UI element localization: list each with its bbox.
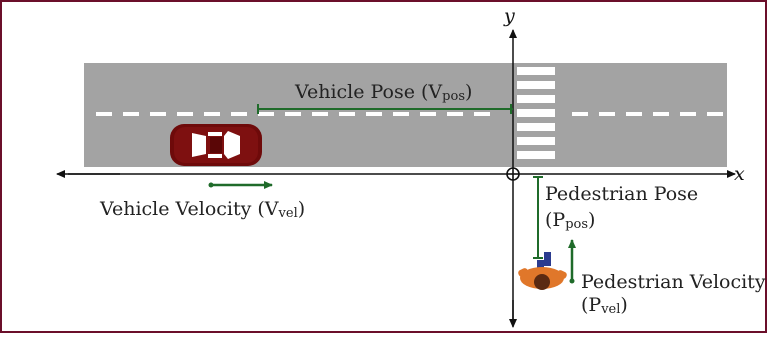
pedestrian-pose-label-line1: Pedestrian Pose bbox=[545, 183, 698, 205]
lane-dash bbox=[572, 112, 588, 116]
crosswalk-stripe bbox=[517, 123, 555, 131]
vehicle-velocity-arrow-tail bbox=[208, 182, 214, 188]
crosswalk bbox=[517, 67, 555, 159]
lane-dash bbox=[204, 112, 220, 116]
crosswalk-stripe bbox=[517, 151, 555, 159]
x-axis-label: x bbox=[734, 163, 745, 185]
lane-dash bbox=[231, 112, 247, 116]
crosswalk-stripe bbox=[517, 109, 555, 117]
lane-dash bbox=[653, 112, 669, 116]
vehicle-pose-bracket bbox=[257, 104, 513, 114]
pedestrian-velocity-label-line2: (Pvel) bbox=[581, 294, 628, 317]
lane-dash bbox=[626, 112, 642, 116]
y-axis-label: y bbox=[503, 5, 515, 27]
pedestrian-velocity-label-line1: Pedestrian Velocity bbox=[581, 271, 766, 293]
lane-dash bbox=[123, 112, 139, 116]
vehicle-pose-label: Vehicle Pose (Vpos) bbox=[294, 81, 472, 104]
lane-dash bbox=[447, 112, 463, 116]
lane-dash bbox=[177, 112, 193, 116]
lane-dash bbox=[599, 112, 615, 116]
lane-dash bbox=[420, 112, 436, 116]
pedestrian-icon bbox=[518, 252, 567, 290]
lane-dash bbox=[393, 112, 409, 116]
pedestrian-velocity-arrow-tail bbox=[569, 278, 575, 284]
pedestrian-pose-label-line2: (Ppos) bbox=[545, 209, 595, 232]
crosswalk-stripe bbox=[517, 95, 555, 103]
lane-center-dashes bbox=[96, 112, 723, 116]
lane-dash bbox=[258, 112, 274, 116]
lane-dash bbox=[680, 112, 696, 116]
lane-dash bbox=[285, 112, 301, 116]
lane-dash bbox=[366, 112, 382, 116]
crosswalk-stripe bbox=[517, 137, 555, 145]
lane-dash bbox=[150, 112, 166, 116]
lane-dash bbox=[339, 112, 355, 116]
lane-dash bbox=[707, 112, 723, 116]
lane-dash bbox=[312, 112, 328, 116]
vehicle-velocity-label: Vehicle Velocity (Vvel) bbox=[99, 198, 305, 221]
pedestrian-pose-bracket bbox=[533, 176, 543, 259]
crosswalk-stripe bbox=[517, 67, 555, 75]
car-icon bbox=[170, 124, 262, 166]
lane-dash bbox=[474, 112, 490, 116]
crosswalk-stripe bbox=[517, 81, 555, 89]
lane-dash bbox=[96, 112, 112, 116]
origin-circle-icon bbox=[506, 167, 520, 181]
